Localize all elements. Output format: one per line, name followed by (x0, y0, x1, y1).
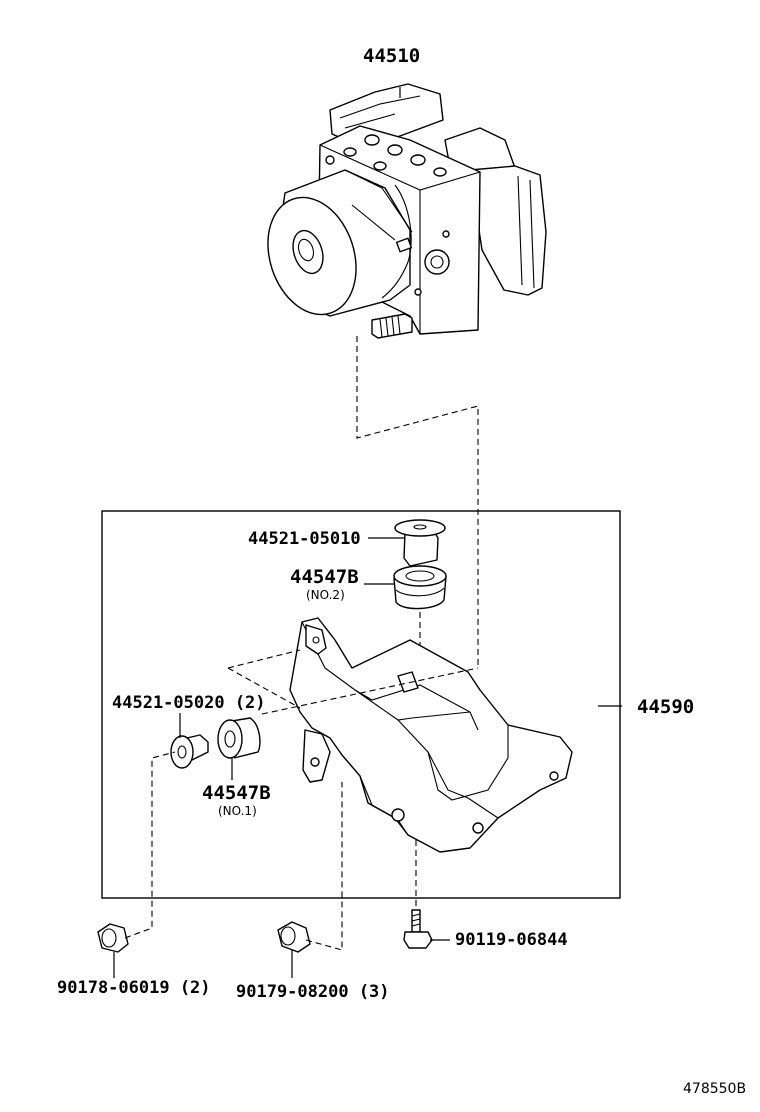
label-bolt-top-part-no: 44521-05010 (248, 529, 361, 549)
bolt-side-illustration[interactable] (170, 734, 209, 769)
abs-actuator-illustration[interactable] (254, 83, 547, 339)
nut-mid-illustration[interactable] (277, 921, 311, 953)
footer-ref-code: 478550B (683, 1081, 746, 1097)
bracket-group-box (101, 510, 621, 899)
label-cushion-top-sub: (NO.2) (306, 588, 345, 602)
bracket-illustration[interactable] (289, 617, 573, 853)
bolt-top-illustration[interactable] (394, 519, 446, 567)
label-cushion-side-part-no: 44547B (202, 782, 271, 804)
cushion-side-illustration[interactable] (217, 717, 261, 759)
label-nut-left-part-no: 90178-06019 (2) (57, 978, 211, 998)
label-cushion-top-part-no: 44547B (290, 566, 359, 588)
bolt-bottom-illustration[interactable] (403, 909, 433, 949)
nut-left-illustration[interactable] (97, 923, 129, 953)
label-actuator-part-no: 44510 (363, 45, 420, 67)
label-bolt-bottom-part-no: 90119-06844 (455, 930, 568, 950)
cushion-top-illustration[interactable] (393, 565, 447, 610)
label-cushion-side-sub: (NO.1) (218, 804, 257, 818)
label-bolt-side-part-no: 44521-05020 (2) (112, 693, 266, 713)
label-bracket-part-no: 44590 (637, 696, 694, 718)
label-nut-mid-part-no: 90179-08200 (3) (236, 982, 390, 1002)
